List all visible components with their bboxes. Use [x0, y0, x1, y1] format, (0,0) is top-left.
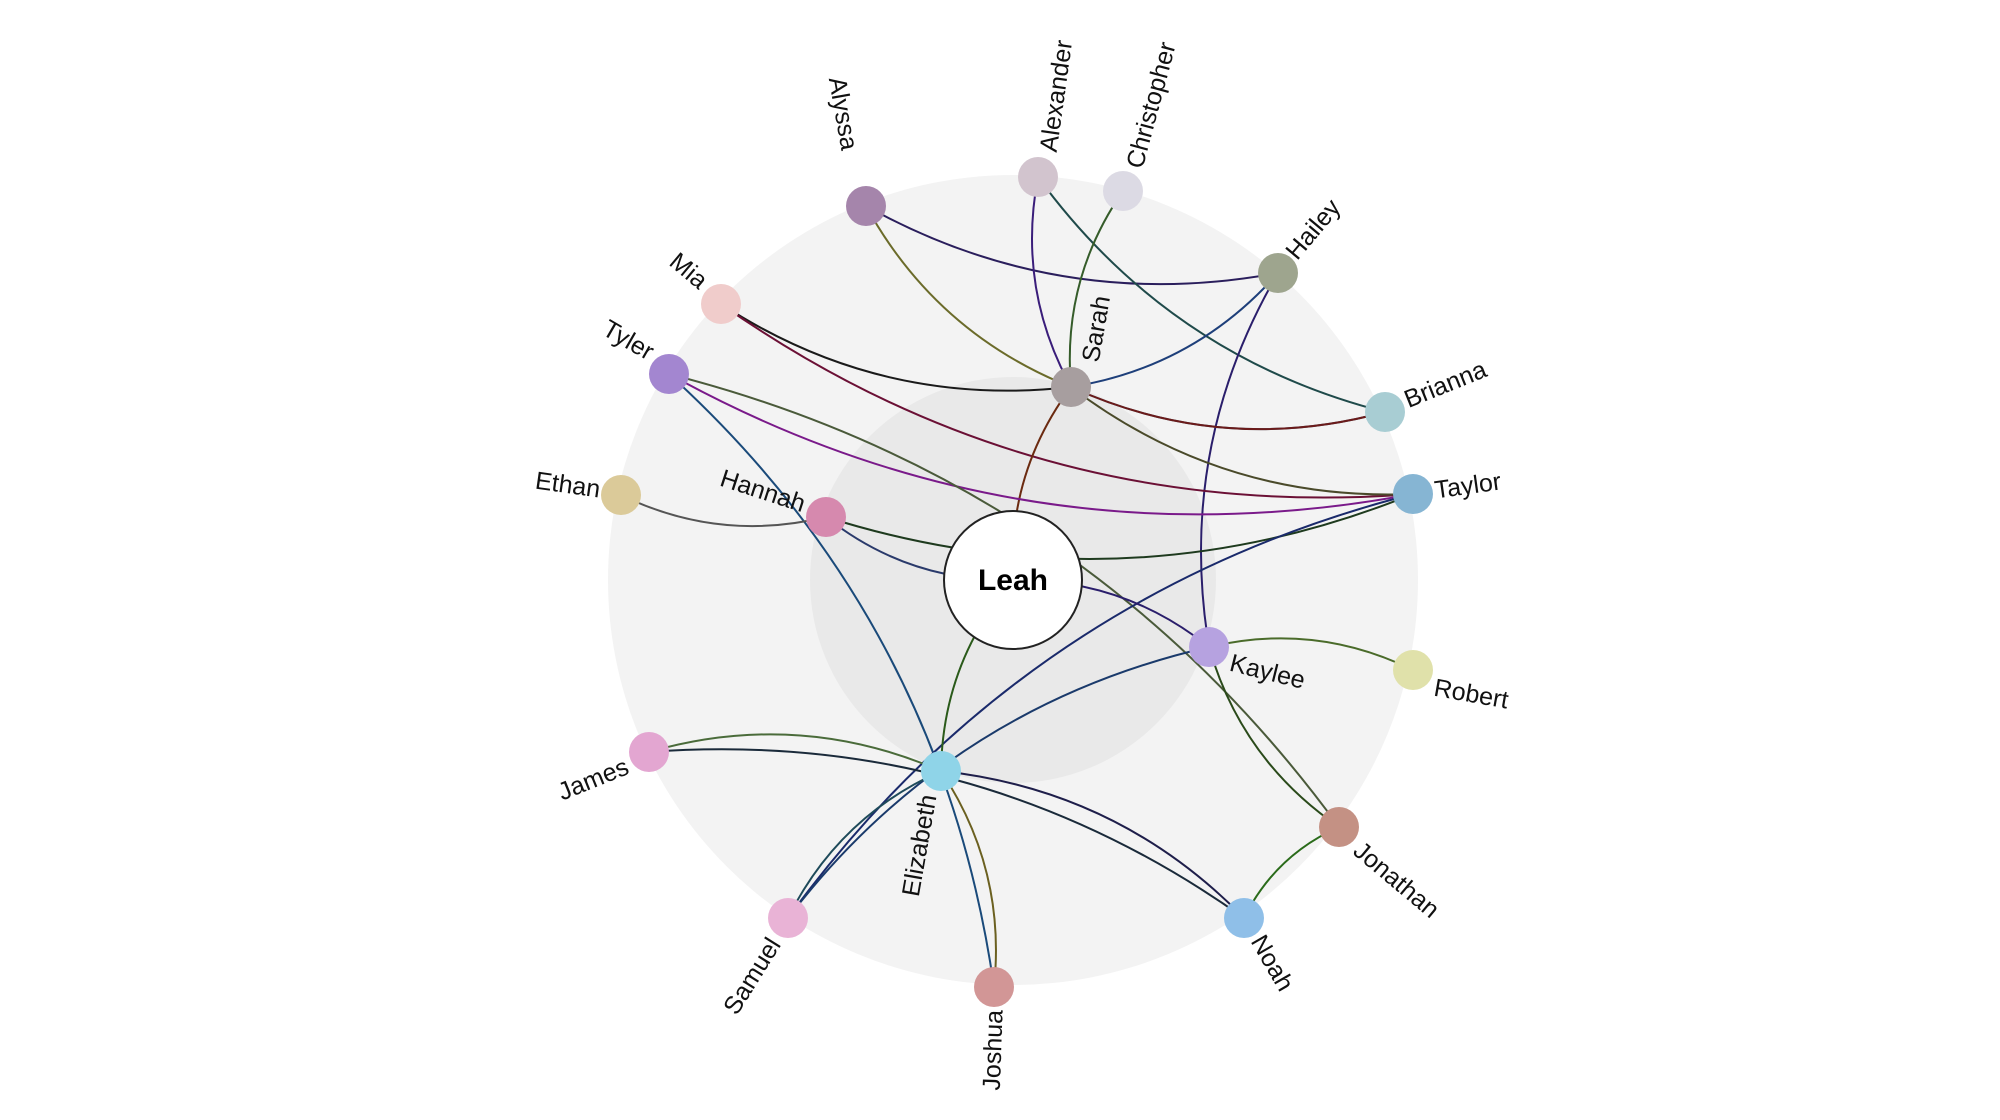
node-label-alyssa: Alyssa	[823, 75, 863, 152]
edge-elizabeth-noah	[940, 770, 1245, 919]
node-christopher[interactable]: Christopher	[1103, 39, 1182, 211]
node-dot-taylor[interactable]	[1393, 474, 1433, 514]
center-node-label: Leah	[978, 564, 1048, 597]
edge-alexander-sarah	[1031, 176, 1072, 388]
node-dot-samuel[interactable]	[768, 898, 808, 938]
node-dot-christopher[interactable]	[1103, 171, 1143, 211]
edge-james-elizabeth	[648, 733, 942, 772]
node-label-ethan: Ethan	[534, 467, 603, 504]
edge-hannah-taylor	[825, 493, 1414, 560]
node-noah[interactable]: Noah	[1224, 898, 1299, 996]
node-dot-hannah[interactable]	[806, 497, 846, 537]
edge-kaylee-robert	[1208, 637, 1414, 671]
node-taylor[interactable]: Taylor	[1393, 467, 1503, 514]
edge-brianna-sarah	[1070, 386, 1386, 431]
edge-christopher-sarah	[1068, 190, 1124, 388]
node-dot-sarah[interactable]	[1051, 367, 1091, 407]
node-samuel[interactable]: Samuel	[718, 898, 808, 1020]
edge-mia-taylor	[720, 303, 1414, 499]
node-label-mia: Mia	[664, 247, 713, 294]
node-dot-jonathan[interactable]	[1319, 807, 1359, 847]
node-dot-kaylee[interactable]	[1189, 627, 1229, 667]
node-alyssa[interactable]: Alyssa	[823, 75, 886, 226]
edge-alyssa-hailey	[865, 205, 1279, 286]
center-node[interactable]: Leah	[943, 510, 1083, 650]
node-jonathan[interactable]: Jonathan	[1319, 807, 1445, 924]
node-dot-brianna[interactable]	[1365, 392, 1405, 432]
node-tyler[interactable]: Tyler	[598, 315, 689, 394]
node-dot-mia[interactable]	[701, 284, 741, 324]
node-dot-ethan[interactable]	[601, 475, 641, 515]
edge-hailey-sarah	[1070, 272, 1279, 388]
edge-elizabeth-joshua	[940, 770, 997, 988]
node-dot-elizabeth[interactable]	[921, 751, 961, 791]
node-label-tyler: Tyler	[598, 315, 659, 366]
node-label-christopher: Christopher	[1121, 39, 1181, 171]
node-label-noah: Noah	[1245, 930, 1299, 996]
node-label-jonathan: Jonathan	[1348, 836, 1445, 924]
node-label-hailey: Hailey	[1280, 194, 1346, 266]
node-dot-tyler[interactable]	[649, 354, 689, 394]
edge-tyler-joshua	[668, 373, 995, 988]
node-label-james: James	[554, 753, 633, 807]
node-ethan[interactable]: Ethan	[534, 467, 641, 515]
node-james[interactable]: James	[554, 732, 669, 806]
node-mia[interactable]: Mia	[664, 247, 741, 324]
node-dot-joshua[interactable]	[974, 967, 1014, 1007]
node-label-alexander: Alexander	[1035, 38, 1078, 153]
edge-taylor-sarah	[1070, 386, 1414, 496]
node-dot-noah[interactable]	[1224, 898, 1264, 938]
node-dot-james[interactable]	[629, 732, 669, 772]
node-label-taylor: Taylor	[1433, 467, 1503, 504]
edge-ethan-hannah	[620, 494, 827, 528]
node-hailey[interactable]: Hailey	[1258, 194, 1347, 293]
edge-hailey-kaylee	[1200, 272, 1279, 648]
node-label-samuel: Samuel	[718, 933, 787, 1020]
node-joshua[interactable]: Joshua	[974, 967, 1014, 1091]
node-label-brianna: Brianna	[1400, 355, 1490, 413]
edge-alexander-brianna	[1037, 176, 1386, 413]
edge-kaylee-samuel	[787, 646, 1210, 919]
node-robert[interactable]: Robert	[1393, 650, 1511, 714]
node-dot-robert[interactable]	[1393, 650, 1433, 690]
node-label-joshua: Joshua	[978, 1009, 1009, 1091]
edge-tyler-taylor	[668, 373, 1414, 516]
node-dot-alyssa[interactable]	[846, 186, 886, 226]
edges-layer	[620, 176, 1414, 988]
edge-alyssa-sarah	[865, 205, 1072, 388]
edge-james-noah	[648, 748, 1245, 919]
edge-taylor-samuel	[787, 493, 1414, 919]
node-alexander[interactable]: Alexander	[1018, 38, 1078, 197]
node-dot-hailey[interactable]	[1258, 253, 1298, 293]
edge-mia-sarah	[720, 303, 1072, 392]
edge-elizabeth-samuel	[787, 770, 942, 919]
edge-kaylee-jonathan	[1208, 646, 1340, 828]
node-dot-alexander[interactable]	[1018, 157, 1058, 197]
node-brianna[interactable]: Brianna	[1365, 355, 1491, 432]
node-label-robert: Robert	[1432, 674, 1511, 715]
